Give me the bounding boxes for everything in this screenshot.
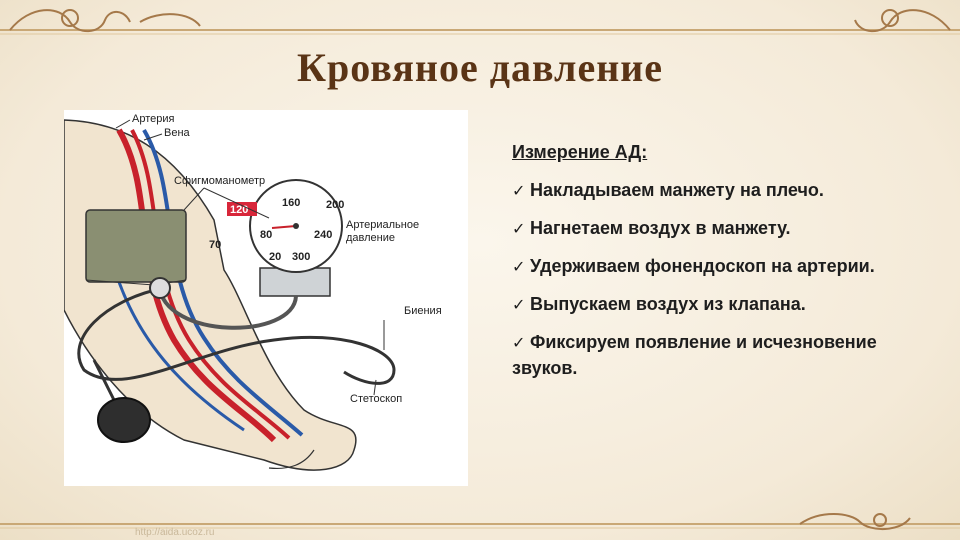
artery-vessel	[116, 128, 277, 443]
gauge-tick-240: 240	[314, 229, 332, 241]
label-pulses: Биения	[404, 305, 442, 317]
gauge-tick-70: 70	[209, 239, 221, 251]
step-text: Нагнетаем воздух в манжету.	[530, 218, 791, 238]
slide-title: Кровяное давление	[296, 45, 664, 90]
gauge-tick-300: 300	[292, 251, 310, 263]
label-artery: Артерия	[132, 113, 175, 125]
step-text: Фиксируем появление и исчезновение звуко…	[512, 332, 877, 378]
label-sphygmomanometer: Сфигмоманометр	[174, 175, 265, 187]
label-arterial-pressure-1: Артериальное	[346, 219, 419, 231]
gauge-readout: 120	[230, 204, 248, 216]
corner-scroll-ornament-icon	[799, 513, 911, 530]
step-item: ✓Нагнетаем воздух в манжету.	[512, 216, 932, 242]
vein-vessel	[142, 128, 304, 437]
label-stethoscope: Стетоскоп	[350, 393, 402, 405]
label-arterial-pressure-2: давление	[346, 232, 395, 244]
gauge-tick-200: 200	[326, 199, 344, 211]
step-text: Удерживаем фонендоскоп на артерии.	[530, 256, 875, 276]
checkmark-icon: ✓	[512, 259, 526, 276]
footer-url: http://aida.ucoz.ru	[135, 527, 215, 538]
label-vein: Вена	[164, 127, 191, 139]
step-item: ✓Фиксируем появление и исчезновение звук…	[512, 330, 932, 380]
stethoscope-tubing	[77, 286, 396, 385]
gauge-tick-20: 20	[269, 251, 281, 263]
gauge-tick-160: 160	[282, 197, 300, 209]
bottom-ornament-border	[0, 513, 960, 530]
top-ornament-border	[0, 9, 960, 35]
step-text: Накладываем манжету на плечо.	[530, 180, 824, 200]
right-scroll-ornament-icon	[854, 9, 951, 33]
measurement-steps-list: ✓Накладываем манжету на плечо. ✓Нагнетае…	[512, 178, 932, 380]
checkmark-icon: ✓	[512, 297, 526, 314]
gauge-readout-box	[227, 202, 257, 216]
measurement-text-panel: Измерение АД: ✓Накладываем манжету на пл…	[512, 140, 932, 392]
blood-pressure-cuff	[85, 209, 187, 283]
inflation-bulb	[97, 397, 151, 443]
step-item: ✓Накладываем манжету на плечо.	[512, 178, 932, 204]
step-item: ✓Выпускаем воздух из клапана.	[512, 292, 932, 318]
checkmark-icon: ✓	[512, 221, 526, 238]
blood-pressure-illustration: 120 70 80 160 200 240 20 300 Артерия Вен…	[64, 110, 468, 486]
stethoscope-chestpiece	[149, 277, 171, 299]
gauge-tick-80: 80	[260, 229, 272, 241]
step-text: Выпускаем воздух из клапана.	[530, 294, 806, 314]
checkmark-icon: ✓	[512, 183, 526, 200]
checkmark-icon: ✓	[512, 335, 526, 352]
measurement-heading: Измерение АД:	[512, 142, 648, 162]
left-scroll-ornament-icon	[9, 9, 201, 33]
step-item: ✓Удерживаем фонендоскоп на артерии.	[512, 254, 932, 280]
